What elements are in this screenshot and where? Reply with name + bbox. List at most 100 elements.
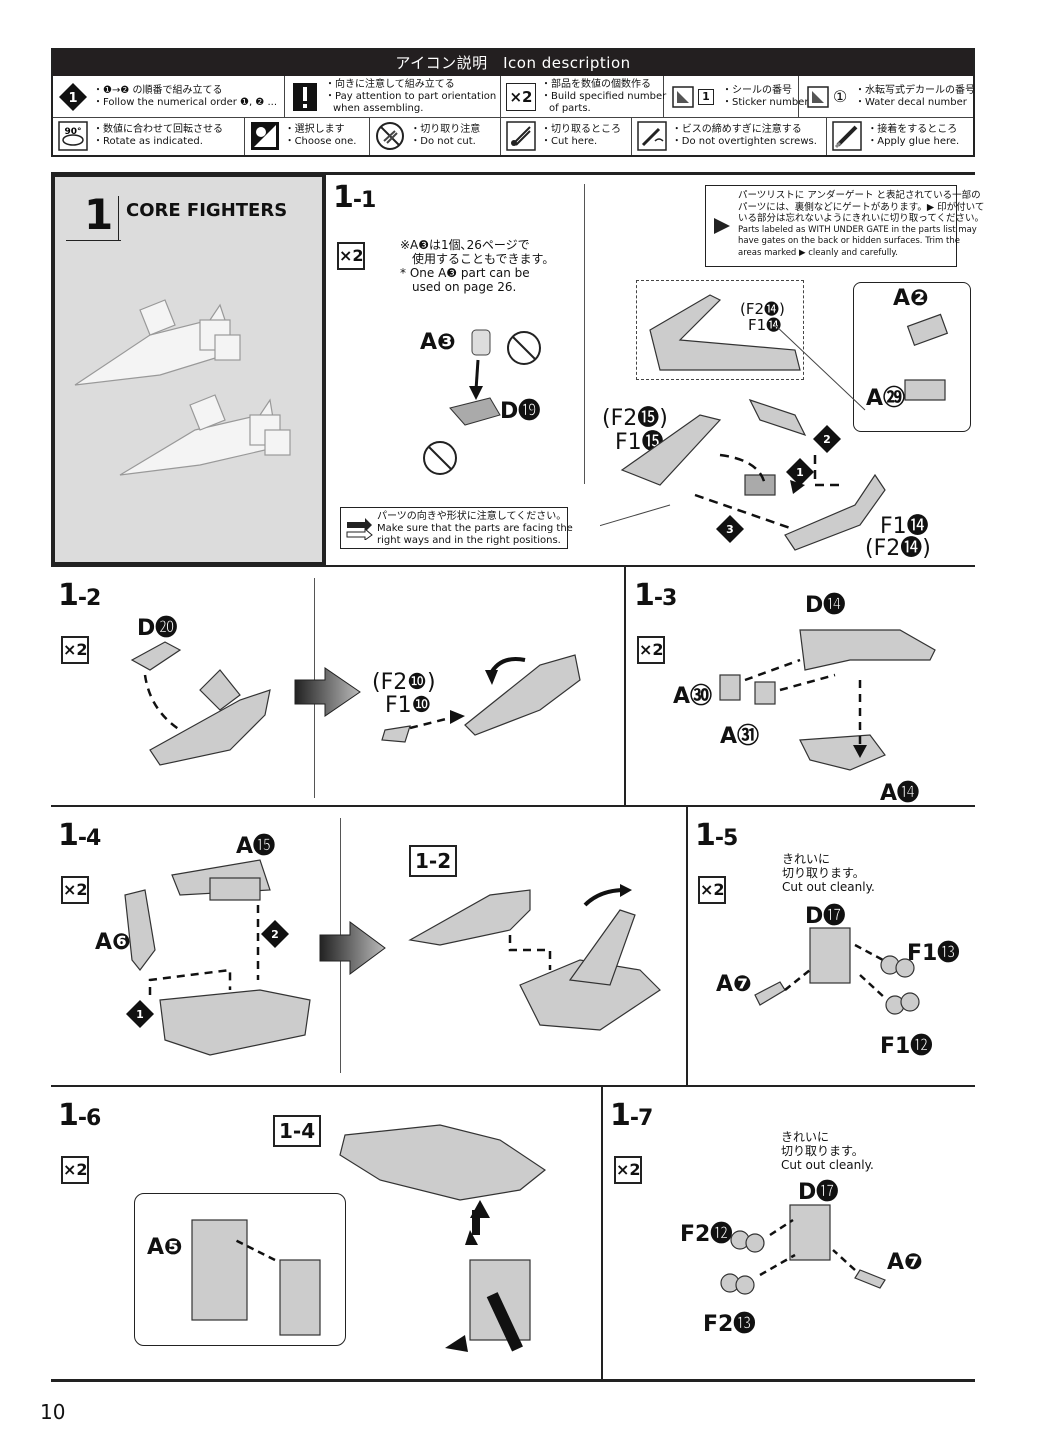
water-decal-icon: ①: [803, 81, 851, 113]
step-reference: 1-2: [409, 845, 458, 877]
legend-text-jp: ・シールの番号: [722, 84, 792, 96]
divider: [51, 805, 975, 807]
legend-item-cut-here: ・切り取るところ・Cut here.: [501, 117, 632, 155]
part-label: (F2⓮): [865, 536, 931, 561]
legend-text-en: ・Follow the numerical order ❶, ❷ ...: [93, 96, 278, 108]
order-marker: 1: [136, 1008, 144, 1021]
rotate-icon-text: 90°: [64, 127, 81, 137]
x2-icon: ×2: [505, 81, 537, 113]
part-label: F1⓮: [748, 316, 782, 334]
do-not-cut-icon: [374, 120, 406, 152]
legend-text-jp: ・ビスの締めすぎに注意する: [671, 124, 802, 135]
legend-item-sticker: 1 ・シールの番号・Sticker number: [664, 76, 808, 117]
part-label: A❼: [716, 972, 752, 997]
quantity-x2-badge: ×2: [698, 876, 726, 904]
legend-item-do-not-cut: ・切り取り注意・Do not cut.: [370, 117, 502, 155]
divider: [118, 196, 119, 240]
detail-inset: [134, 1193, 346, 1346]
order-marker: 1: [796, 466, 804, 479]
part-label: F2⓭: [703, 1312, 756, 1337]
step-1-1-pilot-diagram: [423, 329, 541, 475]
part-label: D⓱: [798, 1180, 839, 1205]
legend-text-en: ・Water decal number: [855, 96, 967, 108]
part-label: A⓮: [880, 781, 920, 806]
arrows-icon: [346, 518, 373, 540]
step-1-6-diagram: [191, 1124, 547, 1352]
part-label: A❼: [887, 1250, 923, 1275]
under-gate-notice: パーツリストに アンダーゲート と表記されている一部の パーツには、裏側などにゲ…: [705, 185, 984, 267]
part-label: A❸: [420, 330, 456, 355]
divider: [686, 806, 688, 1086]
part-label: (F2⓯): [602, 406, 668, 431]
step-1-2-diagram: [130, 641, 581, 766]
legend-text-jp: ・数値に合わせて回転させる: [93, 124, 223, 135]
order-marker: 2: [823, 433, 831, 446]
legend-text-en: ・Choose one.: [284, 136, 357, 147]
quantity-x2-badge: ×2: [637, 636, 665, 664]
step-1-3-diagram: [719, 629, 936, 771]
quantity-x2-badge: ×2: [614, 1156, 642, 1184]
part-label: F2⓬: [680, 1222, 733, 1247]
step-number: 1-4: [58, 818, 101, 853]
legend-text-jp: ・切り取るところ: [541, 124, 622, 135]
order-marker: 3: [726, 523, 734, 536]
legend-text-jp: ・選択します: [284, 124, 345, 135]
legend-row-1: 1 ・❶→❷ の順番で組み立てる・Follow the numerical or…: [53, 76, 975, 118]
part-label: D⓳: [500, 399, 541, 424]
icon-legend: アイコン説明 Icon description 1 ・❶→❷ の順番で組み立てる…: [51, 48, 975, 157]
part-label: A❺: [147, 1235, 183, 1260]
step-1-4-diagram: 2 1: [124, 859, 661, 1056]
quantity-x2-badge: ×2: [61, 1156, 89, 1184]
step-number: 1-2: [58, 578, 101, 613]
part-label: A⓯: [236, 834, 276, 859]
glue-icon: [831, 120, 863, 152]
choose-one-icon: [249, 120, 281, 152]
legend-item-choose: ・選択します・Choose one.: [245, 117, 371, 155]
divider: [51, 1379, 975, 1382]
legend-text-en: ・Do not overtighten screws.: [671, 136, 817, 147]
core-fighters-illustration: [74, 299, 291, 476]
section-number: 1: [84, 190, 114, 239]
part-label: A㉙: [866, 386, 906, 411]
part-label: D⓱: [805, 904, 846, 929]
step-number: 1-1: [333, 180, 376, 215]
legend-text-en: ・Cut here.: [541, 136, 598, 147]
sticker-icon: 1: [668, 81, 718, 113]
step-1-5-diagram: [754, 927, 920, 1015]
legend-text-en2: when assembling.: [333, 102, 424, 114]
order-marker: 2: [271, 928, 279, 941]
legend-text-en2: of parts.: [549, 102, 591, 114]
divider: [51, 172, 975, 175]
legend-text-en: ・Pay attention to part orientation: [325, 90, 497, 102]
step-number: 1-6: [58, 1098, 101, 1133]
step-number: 1-3: [634, 578, 677, 613]
screw-icon: [636, 120, 668, 152]
cut-note: きれいに 切り取ります。 Cut out cleanly.: [782, 852, 875, 894]
detail-inset: [853, 282, 971, 432]
part-label: (F2❿): [372, 670, 436, 695]
quantity-x2-badge: ×2: [337, 242, 365, 270]
step-number: 1-7: [610, 1098, 653, 1133]
gate-marker-icon: [714, 218, 730, 234]
step-1-1-assembly-diagram: 1 2 3: [600, 294, 949, 551]
part-label: (F2⓮): [740, 300, 785, 318]
legend-text-jp: ・❶→❷ の順番で組み立てる: [93, 84, 223, 96]
step-note: ※A❸は1個､26ページで 使用することもできます。 * One A❸ part…: [400, 238, 555, 294]
legend-text-jp: ・部品を数値の個数作る: [541, 78, 651, 90]
part-label: D⓮: [805, 593, 846, 618]
legend-text-jp: ・切り取り注意: [410, 124, 481, 135]
step-reference: 1-4: [273, 1115, 322, 1147]
orientation-notice: パーツの向きや形状に注意してください。 Make sure that the p…: [340, 507, 573, 549]
part-label: F1⓭: [907, 941, 960, 966]
legend-item-glue: ・接着をするところ・Apply glue here.: [827, 117, 973, 155]
divider: [66, 240, 121, 241]
divider: [51, 1085, 975, 1087]
numbered-order-icon: 1: [57, 81, 89, 113]
part-label: A❷: [893, 286, 929, 311]
step-number: 1-5: [695, 818, 738, 853]
detail-inset: [636, 280, 804, 380]
part-label: A❻: [95, 930, 131, 955]
legend-title: アイコン説明 Icon description: [53, 50, 973, 76]
part-label: F1❿: [385, 693, 432, 718]
